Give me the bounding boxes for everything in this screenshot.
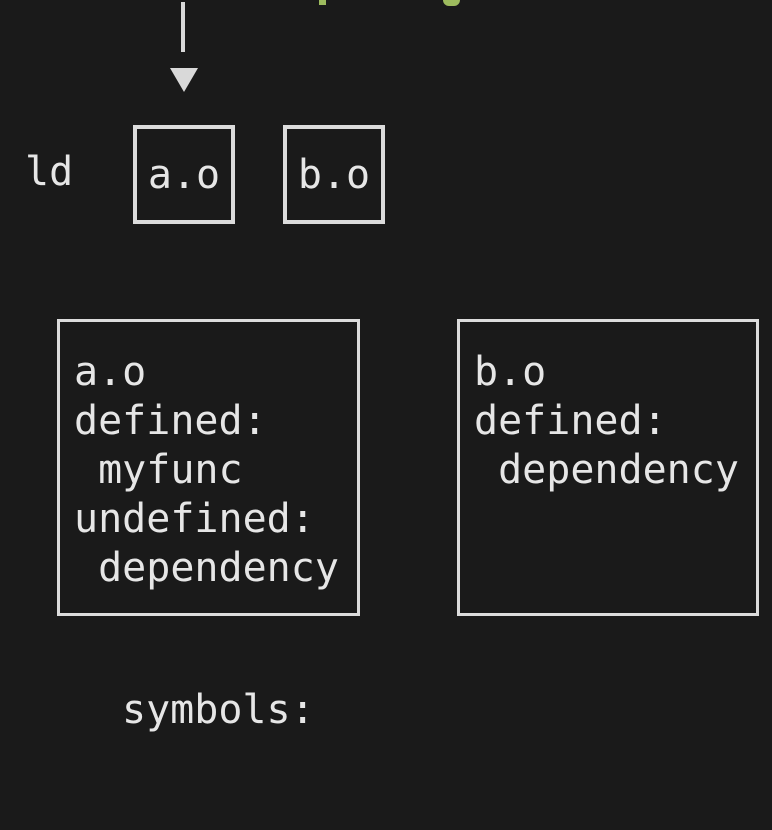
cut-off-green-text-fragment-left xyxy=(319,0,326,5)
linker-label: ld xyxy=(25,149,74,195)
symbol-line: dependency xyxy=(74,545,339,591)
symbol-line: defined: xyxy=(474,398,667,444)
symbol-table-box-bo: b.o defined: dependency xyxy=(457,319,759,616)
symbols-label: symbols: xyxy=(122,687,315,733)
input-file-box-ao: a.o xyxy=(133,125,235,224)
cut-off-green-text-fragment-right xyxy=(443,0,460,6)
down-arrow-line xyxy=(181,2,185,52)
input-file-label-ao: a.o xyxy=(147,151,221,198)
symbol-line: defined: xyxy=(74,398,267,444)
symbol-line: myfunc xyxy=(74,447,243,493)
input-file-box-bo: b.o xyxy=(283,125,385,224)
symbol-table-box-ao: a.o defined: myfunc undefined: dependenc… xyxy=(57,319,360,616)
symbol-line: dependency xyxy=(474,447,739,493)
down-arrow-head-icon xyxy=(170,68,198,92)
symbol-line: undefined: xyxy=(74,496,315,542)
input-file-label-bo: b.o xyxy=(297,151,371,198)
symbol-line: a.o xyxy=(74,349,147,395)
symbol-line: b.o xyxy=(474,349,547,395)
